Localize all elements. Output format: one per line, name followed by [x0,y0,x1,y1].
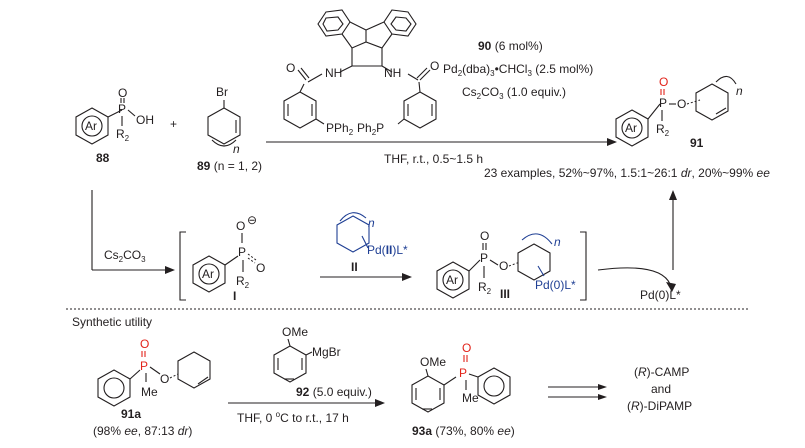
methoxy-label: OMe [282,325,308,339]
solvent-time: THF, r.t., 0.5~1.5 h [384,152,483,166]
intermediate-I: Ar O ⊖ P O R2 I [192,213,265,303]
ether-oxygen: O [499,259,508,273]
mgbr-label: MgBr [312,345,341,359]
carbonyl-o-left: O [286,61,295,75]
phosphorus-atom-red: P [459,366,467,380]
intermediate-II-label: II [351,260,358,274]
intermediate-I-label: I [233,289,236,303]
intermediate-III-label: III [500,287,510,301]
utility-conditions: THF, 0 oC to r.t., 17 h [237,410,349,425]
release-arrow [597,267,671,285]
ether-oxygen: O [160,372,169,386]
compound-91a-label: 91a [121,407,141,421]
amide-n-right: NH [384,66,401,80]
main-arrow-head [607,138,617,146]
scope-summary: 23 examples, 52%~97%, 1.5:1~26:1 dr, 20%… [484,166,770,180]
compound-89: Br n 89 (n = 1, 2) [197,85,262,173]
pph2-left: PPh2 [326,121,354,137]
oxygen-atom-red: O [140,337,149,351]
synthetic-utility-heading: Synthetic utility [72,315,152,329]
pd-ii-complex: Pd(II)L* [367,243,408,257]
ring-size-n: n [554,235,561,249]
carbonyl-o-right: O [430,59,439,73]
target-camp: (R)-CAMP [634,365,689,379]
compound-91a: O P O Me 91a (98% ee, 87:13 dr) [93,337,211,438]
oxygen-atom: O [118,86,127,100]
plus-sign: + [170,117,177,131]
oxygen-atom: O [236,219,245,233]
compound-91-label: 91 [690,136,704,150]
catalyst-90-loading: 90 (6 mol%) [478,39,543,53]
methyl-label: Me [462,391,479,405]
methyl-label: Me [141,385,158,399]
ether-oxygen: O [677,97,686,111]
oxygen-atom-red: O [462,341,471,355]
target-dipamp: (R)-DiPAMP [627,399,692,413]
released-pd0: Pd(0)L* [640,288,681,302]
left-bracket [179,231,186,301]
bromo-label: Br [216,85,228,99]
phosphorus-atom: P [659,96,667,110]
pd-source: Pd2(dba)3•CHCl3 (2.5 mol%) [443,62,593,78]
product-91: Ar O P O n R2 91 [615,75,743,150]
ring-size-n: n [368,216,375,230]
compound-93a: OMe O P Me 93a (73%, 80% ee) [411,341,515,438]
compound-89-label: 89 (n = 1, 2) [197,159,262,173]
phosphorus-atom: P [118,102,126,116]
right-bracket [580,231,587,301]
amide-n-left: NH [325,66,342,80]
phosphorus-atom: P [480,251,488,265]
aryl-label: Ar [625,121,637,135]
ring-size-n: n [233,142,240,156]
oxygen-atom-red: O [659,75,668,89]
methoxy-label: OMe [420,355,446,369]
compound-88-label: 88 [96,151,110,165]
ring-size-n: n [736,84,743,98]
cs2co3-label: Cs2CO3 [104,248,146,264]
ligand-90: NH O PPh2 NH O Ph2P [283,9,439,137]
phosphorus-atom: P [238,245,246,259]
intermediate-III: Ar O P O n Pd(0)L* R2 III [436,229,576,301]
grignard-92: OMe MgBr 92 (5.0 equiv.) [273,325,372,399]
anion-charge: ⊖ [247,213,257,227]
base-cs2co3: Cs2CO3 (1.0 equiv.) [462,85,566,101]
hydroxyl-label: OH [136,113,154,127]
target-and: and [651,382,671,396]
aryl-label: Ar [85,119,97,133]
r2-group: R2 [116,127,130,143]
compound-88: Ar O P OH R2 88 [75,86,154,165]
aryl-label: Ar [446,273,458,287]
ph2p-right: Ph2P [357,121,384,137]
pd-0-complex: Pd(0)L* [535,278,576,292]
r2-group: R2 [236,274,250,290]
oxygen-right: O [256,261,265,275]
grignard-equiv: 92 (5.0 equiv.) [296,385,372,399]
intermediate-II: n Pd(II)L* II [336,212,408,274]
compound-93a-yield: 93a (73%, 80% ee) [412,424,515,438]
target-ligands: (R)-CAMP and (R)-DiPAMP [627,365,692,413]
r2-group: R2 [656,122,670,138]
oxygen-atom: O [480,229,489,243]
compound-91a-selectivity: (98% ee, 87:13 dr) [93,424,192,438]
phosphorus-atom-red: P [140,359,148,373]
aryl-label: Ar [202,267,214,281]
r2-group: R2 [478,280,492,296]
top-conditions: 90 (6 mol%) Pd2(dba)3•CHCl3 (2.5 mol%) C… [384,39,593,166]
